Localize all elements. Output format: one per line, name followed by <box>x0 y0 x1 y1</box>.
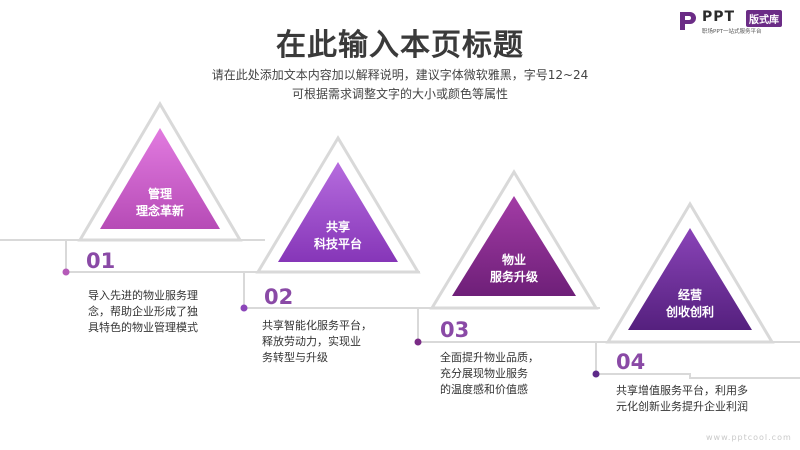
step-1-label-line-1: 管理 <box>147 187 172 201</box>
subtitle-line-2: 可根据需求调整文字的大小或颜色等属性 <box>291 87 508 101</box>
logo-name: PPT <box>702 9 736 25</box>
brand-logo: PPT 版式库 职场PPT一站式服务平台 <box>678 8 796 38</box>
triangle-fill-2 <box>278 162 398 262</box>
step-2-label: 共享 科技平台 <box>293 219 383 253</box>
step-3-label-line-1: 物业 <box>501 253 526 267</box>
timeline-dot-2 <box>240 304 248 312</box>
logo-p-icon <box>680 12 696 30</box>
timeline-dot-1 <box>62 268 70 276</box>
triangle-fill-4 <box>628 228 752 330</box>
step-4-desc-line-1: 共享增值服务平台，利用多 <box>616 384 748 397</box>
step-3-desc-line-2: 充分展现物业服务 <box>440 367 528 380</box>
logo-badge: 版式库 <box>746 10 782 27</box>
step-2-desc-line-2: 释放劳动力，实现业 <box>262 335 361 348</box>
step-4-label-line-2: 创收创利 <box>665 305 714 319</box>
step-4-label: 经营 创收创利 <box>645 287 735 321</box>
page-title: 在此输入本页标题 <box>276 28 524 63</box>
step-1-desc-line-2: 念，帮助企业形成了独 <box>88 305 198 318</box>
step-1-label: 管理 理念革新 <box>115 186 205 220</box>
logo-tagline: 职场PPT一站式服务平台 <box>702 29 762 35</box>
triangle-fill-3 <box>452 196 576 296</box>
step-1-number: 01 <box>86 249 116 273</box>
step-3-desc-line-1: 全面提升物业品质， <box>440 351 539 364</box>
step-3-label: 物业 服务升级 <box>469 252 559 286</box>
step-4-label-line-1: 经营 <box>677 288 702 302</box>
step-1-desc-line-3: 具特色的物业管理模式 <box>88 321 198 334</box>
step-3-desc-line-3: 的温度感和价值感 <box>440 383 528 396</box>
step-3-number: 03 <box>440 318 470 342</box>
page-subtitle: 请在此处添加文本内容加以解释说明，建议字体微软雅黑，字号12~24 可根据需求调… <box>0 66 800 104</box>
step-4-desc-line-2: 元化创新业务提升企业利润 <box>616 400 748 413</box>
step-4-description: 共享增值服务平台，利用多 元化创新业务提升企业利润 <box>616 383 748 415</box>
timeline-dot-4 <box>592 370 600 378</box>
step-2-desc-line-3: 务转型与升级 <box>262 351 328 364</box>
step-3-label-line-2: 服务升级 <box>489 270 538 284</box>
step-2-desc-line-1: 共享智能化服务平台， <box>262 319 372 332</box>
step-2-label-line-1: 共享 <box>325 220 350 234</box>
subtitle-line-1: 请在此处添加文本内容加以解释说明，建议字体微软雅黑，字号12~24 <box>211 68 589 82</box>
step-4-number: 04 <box>616 350 646 374</box>
step-3-description: 全面提升物业品质， 充分展现物业服务 的温度感和价值感 <box>440 350 539 398</box>
watermark: www.pptcool.com <box>706 433 792 442</box>
step-2-number: 02 <box>264 285 294 309</box>
step-1-desc-line-1: 导入先进的物业服务理 <box>88 289 198 302</box>
triangle-fill-1 <box>100 128 220 229</box>
step-2-description: 共享智能化服务平台， 释放劳动力，实现业 务转型与升级 <box>262 318 372 366</box>
step-1-label-line-2: 理念革新 <box>135 204 184 218</box>
step-1-description: 导入先进的物业服务理 念，帮助企业形成了独 具特色的物业管理模式 <box>88 288 198 336</box>
timeline-line <box>0 239 800 379</box>
step-2-label-line-2: 科技平台 <box>313 237 362 251</box>
timeline-dot-3 <box>414 338 422 346</box>
